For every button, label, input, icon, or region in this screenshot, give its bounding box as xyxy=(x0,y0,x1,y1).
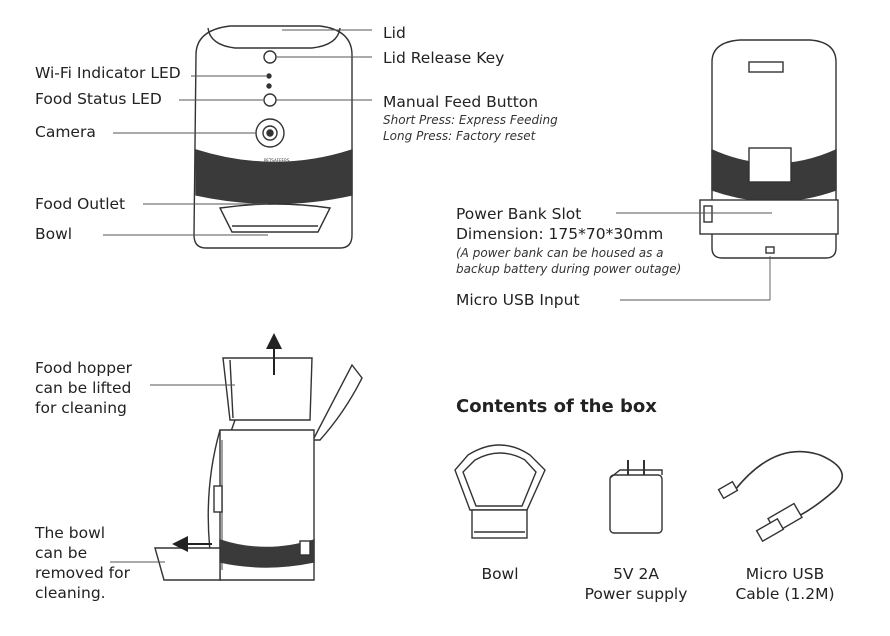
power-adapter-icon xyxy=(609,460,663,534)
brand-mark: PETSAFEERS xyxy=(264,158,290,163)
manual-feed-button-label: Manual Feed Button xyxy=(383,93,539,111)
food-outlet-label: Food Outlet xyxy=(35,195,126,213)
bowl-icon xyxy=(454,444,546,539)
side-view-feeder xyxy=(154,357,363,581)
power-bank-note-line1: (A power bank can be housed as a xyxy=(456,246,664,260)
camera-label: Camera xyxy=(35,123,96,141)
power-bank-note-line2: backup battery during power outage) xyxy=(456,262,682,276)
contents-item-usb-cable: Micro USB Cable (1.2M) xyxy=(735,565,835,603)
front-view-feeder xyxy=(193,25,353,249)
dimension-label: Dimension: 175*70*30mm xyxy=(456,225,664,243)
contents-item-power-supply: 5V 2A Power supply xyxy=(584,565,688,603)
back-view-feeder xyxy=(699,39,839,259)
short-press-note: Short Press: Express Feeding xyxy=(383,113,558,127)
lid-release-key-label: Lid Release Key xyxy=(383,49,505,67)
contents-item-bowl: Bowl xyxy=(481,565,519,583)
micro-usb-input-label: Micro USB Input xyxy=(456,291,580,309)
usb-cable-icon xyxy=(717,450,844,543)
hopper-lift-label: Food hopper can be lifted for cleaning xyxy=(35,359,132,417)
long-press-note: Long Press: Factory reset xyxy=(383,129,536,143)
power-bank-slot-label: Power Bank Slot xyxy=(456,205,582,223)
bowl-removal-label: The bowl can be removed for cleaning. xyxy=(35,524,130,602)
bowl-label: Bowl xyxy=(35,225,73,243)
lid-label: Lid xyxy=(383,24,406,42)
wifi-led-label: Wi-Fi Indicator LED xyxy=(35,64,181,82)
contents-title: Contents of the box xyxy=(456,396,657,417)
leader-lines xyxy=(103,29,772,563)
food-status-led-label: Food Status LED xyxy=(35,90,162,108)
